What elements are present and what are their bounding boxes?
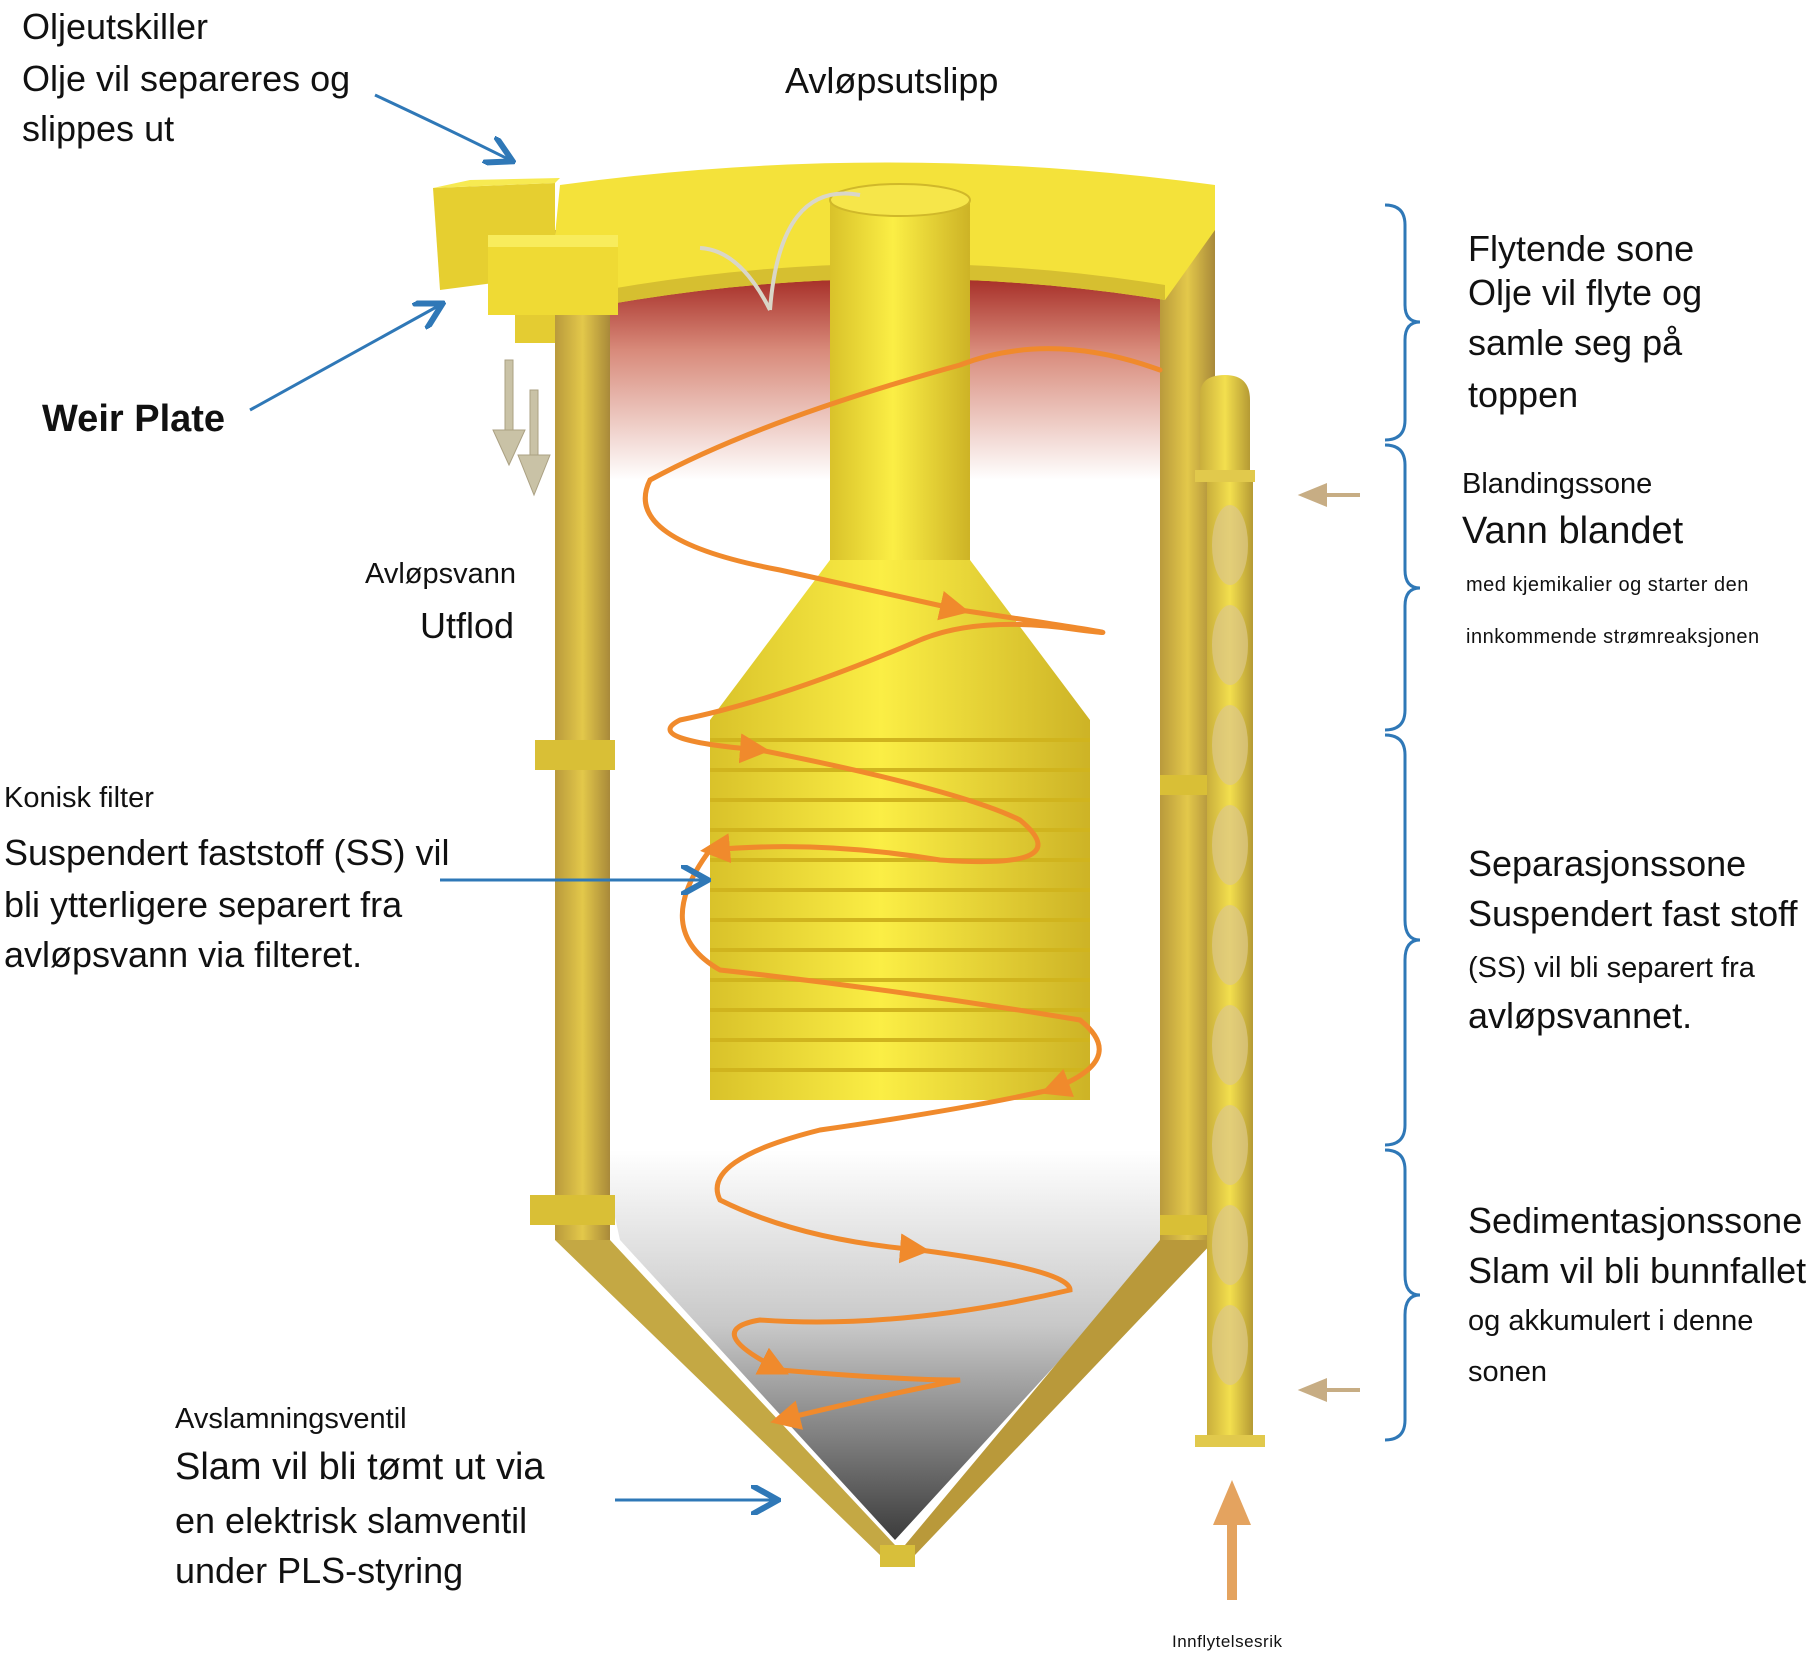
oil-separator-box: [433, 178, 618, 343]
sedimentation-zone-line2: og akkumulert i denne: [1468, 1305, 1754, 1337]
arrow-weir-plate: [249, 305, 440, 412]
mixing-zone-line3: innkommende strømreaksjonen: [1466, 626, 1760, 648]
bracket-sedimentation: [1384, 1148, 1421, 1442]
conical-filter: [710, 560, 1090, 1100]
floating-zone-line2: samle seg på: [1468, 322, 1683, 363]
bracket-mixing: [1384, 443, 1421, 732]
mixing-zone-line1: Vann blandet: [1462, 510, 1684, 552]
floating-zone-line3: toppen: [1468, 374, 1579, 415]
oil-separator-line2: slippes ut: [22, 108, 175, 149]
arrow-oil-separator: [374, 93, 510, 160]
separation-zone-line2: (SS) vil bli separert fra: [1468, 952, 1755, 984]
inflow-pipe: [1195, 375, 1265, 1447]
desludge-valve-line1: Slam vil bli tømt ut via: [175, 1446, 545, 1488]
conical-filter-line1: Suspendert faststoff (SS) vil: [4, 832, 450, 873]
sedimentation-zone-title: Sedimentasjonssone: [1468, 1200, 1803, 1241]
annotation-arrows: [249, 93, 775, 1500]
floating-zone-line1: Olje vil flyte og: [1468, 272, 1703, 313]
desludge-valve-line2: en elektrisk slamventil: [175, 1500, 528, 1541]
tank-walls: [530, 225, 1215, 1567]
center-column: [699, 183, 971, 570]
floating-zone-title: Flytende sone: [1468, 228, 1695, 269]
desludge-valve-title: Avslamningsventil: [175, 1403, 407, 1435]
separation-zone-line1: Suspendert fast stoff: [1468, 893, 1798, 934]
bracket-floating: [1384, 203, 1421, 442]
zone-brackets: [1384, 203, 1421, 1442]
mixing-zone-line2: med kjemikalier og starter den: [1466, 574, 1749, 596]
effluent-outflow-arrows: [492, 359, 551, 497]
weir-plate-label: Weir Plate: [42, 398, 226, 440]
bracket-separation: [1384, 733, 1421, 1147]
conical-filter-line3: avløpsvann via filteret.: [4, 934, 363, 975]
conical-filter-title: Konisk filter: [4, 782, 154, 814]
wastewater-sub-label: Utflod: [420, 605, 515, 646]
separation-zone-line3: avløpsvannet.: [1468, 995, 1693, 1036]
inflow-label: Innflytelsesrik: [1172, 1632, 1283, 1651]
effluent-discharge-label: Avløpsutslipp: [785, 60, 999, 101]
sedimentation-zone-line3: sonen: [1468, 1356, 1548, 1388]
oil-separator-title: Oljeutskiller: [22, 6, 209, 47]
flow-swirl: [642, 346, 1163, 1430]
conical-filter-line2: bli ytterligere separert fra: [4, 884, 403, 925]
mixing-zone-title: Blandingssone: [1462, 468, 1653, 500]
influent-arrow: [1213, 1480, 1251, 1600]
desludge-valve-line3: under PLS-styring: [175, 1550, 464, 1591]
wastewater-label: Avløpsvann: [365, 558, 516, 590]
sedimentation-zone-line1: Slam vil bli bunnfallet: [1468, 1250, 1807, 1291]
separation-zone-title: Separasjonssone: [1468, 843, 1747, 884]
inlet-small-arrows: [1297, 483, 1360, 1402]
oil-separator-line1: Olje vil separeres og: [22, 58, 351, 99]
